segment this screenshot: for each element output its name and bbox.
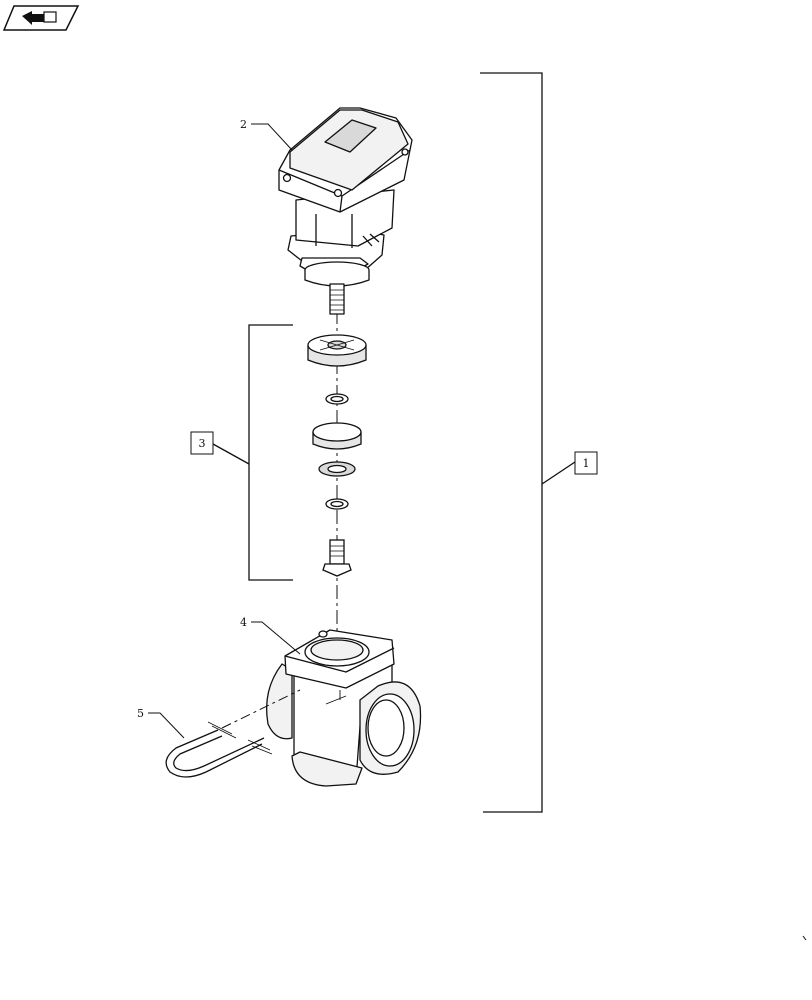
callout-label-2: 2 bbox=[240, 118, 247, 131]
leader-lines bbox=[148, 123, 301, 739]
part-4-valve-body bbox=[265, 629, 422, 787]
callout-label-5: 5 bbox=[137, 707, 144, 720]
callout-label-4: 4 bbox=[240, 616, 247, 629]
corner-mark bbox=[802, 935, 807, 941]
part-3-valve-kit bbox=[307, 334, 367, 577]
callout-box-3[interactable]: 3 bbox=[190, 431, 214, 455]
callout-box-1[interactable]: 1 bbox=[574, 451, 598, 475]
bracket-item-3 bbox=[212, 324, 293, 581]
part-2-actuator bbox=[278, 107, 413, 315]
back-arrow-icon bbox=[22, 11, 57, 25]
callout-label-3: 3 bbox=[199, 437, 206, 450]
callout-label-1: 1 bbox=[583, 457, 590, 470]
nav-badge[interactable] bbox=[2, 5, 80, 31]
u-bolt-axis-line bbox=[221, 689, 301, 729]
part-5-u-bolt bbox=[165, 721, 273, 778]
bracket-item-1 bbox=[480, 72, 576, 813]
